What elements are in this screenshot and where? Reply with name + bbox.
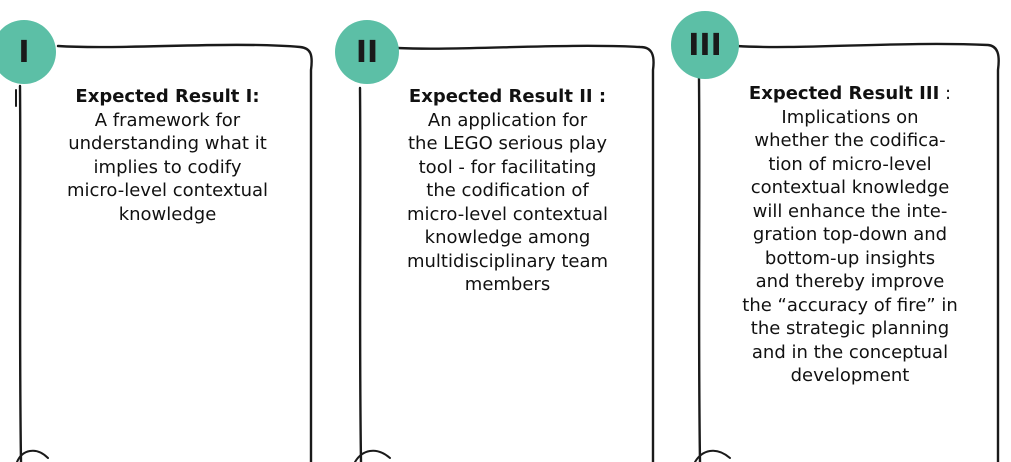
badge-result-1: I xyxy=(0,20,56,84)
badge-label: II xyxy=(355,34,379,70)
card-line: whether the codifica- xyxy=(754,130,946,151)
card-heading: Expected Result I: xyxy=(30,85,305,109)
card-line: and in the conceptual xyxy=(751,341,949,363)
card-body: An application for the LEGO serious play… xyxy=(370,109,645,297)
card-line: the strategic planning xyxy=(750,318,950,339)
card-heading-label: Expected Result III xyxy=(748,83,940,104)
card-3-scroll xyxy=(694,449,731,462)
card-3-outline xyxy=(735,42,1000,462)
card-line: members xyxy=(464,274,551,295)
card-2-left-edge xyxy=(358,86,363,462)
card-body: Implications on whether the codifica- ti… xyxy=(709,106,991,388)
card-line: and thereby improve xyxy=(755,271,945,292)
card-heading-label: Expected Result II : xyxy=(408,86,607,107)
card-line: the “accuracy of fire” in xyxy=(742,294,958,316)
card-body: A framework for understanding what it im… xyxy=(30,109,305,227)
card-line: bottom-up insights xyxy=(764,247,936,269)
card-heading-label: Expected Result I: xyxy=(75,86,260,107)
card-2-text: Expected Result II : An application for … xyxy=(370,85,645,297)
card-line: development xyxy=(790,365,910,386)
card-line: micro-level contextual xyxy=(66,180,269,201)
card-line: knowledge xyxy=(118,203,217,225)
badge-label: III xyxy=(688,27,722,63)
card-line: understanding what it xyxy=(68,133,267,154)
card-1-left-edge xyxy=(18,84,23,462)
badge-result-3: III xyxy=(671,11,739,79)
card-2-outline xyxy=(395,44,655,462)
card-line: the codification of xyxy=(426,180,589,201)
card-heading: Expected Result III : xyxy=(709,82,991,106)
card-heading: Expected Result II : xyxy=(370,85,645,109)
card-2-scroll xyxy=(354,449,391,462)
card-line: knowledge among xyxy=(424,227,591,248)
card-3-text: Expected Result III : Implications on wh… xyxy=(709,82,991,388)
card-1-scroll xyxy=(16,449,49,462)
card-line: tool - for facilitating xyxy=(418,156,597,178)
card-line: gration top-down and xyxy=(752,224,948,245)
card-1-outline xyxy=(56,43,313,462)
badge-label: I xyxy=(18,34,30,70)
card-line: A framework for xyxy=(94,109,241,131)
card-line: will enhance the inte- xyxy=(752,200,948,222)
card-3-left-edge xyxy=(697,76,702,462)
card-line: contextual knowledge xyxy=(750,177,950,198)
card-line: multidisciplinary team xyxy=(406,250,609,272)
card-line: tion of micro-level xyxy=(768,153,932,175)
card-line: implies to codify xyxy=(93,156,242,178)
card-line: Implications on xyxy=(781,106,919,128)
card-line: An application for xyxy=(427,109,588,131)
card-line: the LEGO serious play xyxy=(408,133,607,154)
card-1-text: Expected Result I: A framework for under… xyxy=(30,85,305,226)
card-heading-suffix: : xyxy=(939,83,952,104)
badge-result-2: II xyxy=(335,20,399,84)
card-line: micro-level contextual xyxy=(406,203,609,225)
